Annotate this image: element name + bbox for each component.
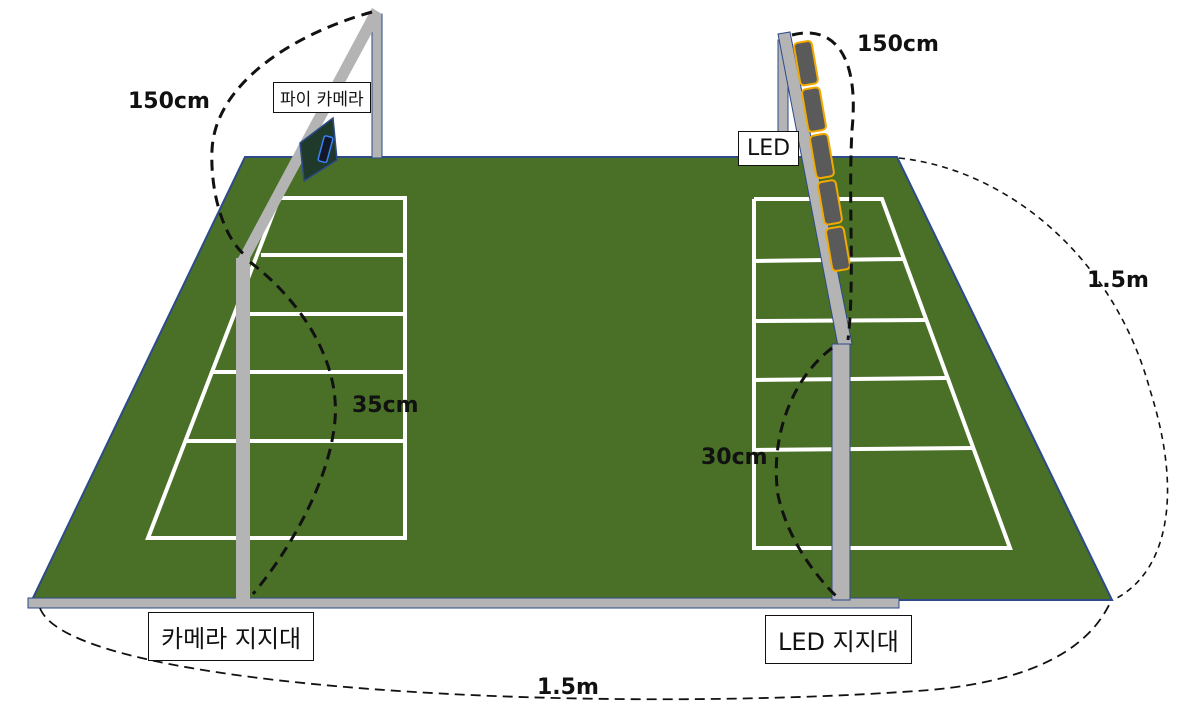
camera-arm-length-label: 150cm [128,89,210,114]
pi-camera-body [299,116,338,183]
led-stand-front-post [831,343,851,601]
led-module [809,132,835,180]
dimension-curves [39,10,1169,701]
green-field [30,156,1114,601]
led-arm-dimension-curve [791,31,855,341]
field-depth-dimension-curve [898,157,1169,601]
pi-camera-label: 파이 카메라 [273,82,371,113]
led-post-dimension-curve [774,346,838,598]
camera-arm-dimension-curve [210,10,373,258]
led-module [793,40,819,87]
base-rail [27,597,900,609]
led-stand [777,31,853,601]
camera-post-dimension-curve [249,260,337,595]
camera-stand [236,8,383,602]
camera-lens-icon [317,135,334,164]
camera-stand-label: 카메라 지지대 [148,612,315,661]
led-stand-label: LED 지지대 [765,615,912,664]
field-width-dimension-curve [39,602,1111,701]
camera-stand-arm [236,8,382,262]
camera-stand-back-post [371,13,383,159]
led-label: LED [738,131,800,166]
led-modules [793,40,851,272]
led-module [801,86,827,133]
camera-stand-front-post [236,258,250,602]
led-module [825,225,851,272]
field-width-label: 1.5m [537,675,599,700]
camera-post-height-label: 35cm [352,393,419,418]
field-depth-label: 1.5m [1087,268,1149,293]
led-module [817,179,843,226]
led-post-height-label: 30cm [701,445,768,470]
led-arm-length-label: 150cm [857,32,939,57]
